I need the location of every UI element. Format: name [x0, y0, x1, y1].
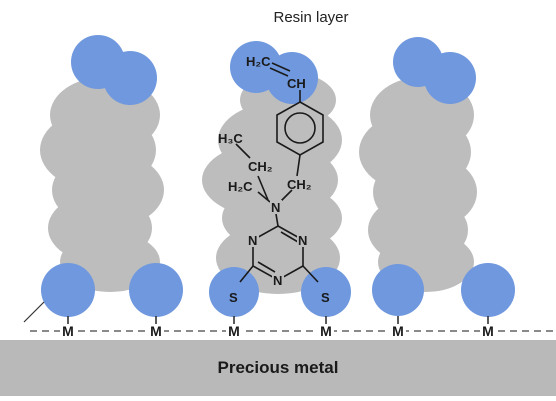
metal-atom-label: M [150, 323, 162, 339]
metal-atom-labels: M M M M M M [60, 323, 496, 339]
ethyl-ch3-label: H₃C [218, 131, 243, 146]
vinyl-ch-label: CH [287, 76, 306, 91]
precious-metal-substrate [0, 340, 556, 396]
thiol-s-label: S [321, 290, 330, 305]
top-blue-atoms [71, 35, 476, 105]
metal-atom-label: M [228, 323, 240, 339]
pointer-line [23, 301, 45, 323]
right-molecule-cloud [359, 77, 477, 292]
label-masks [247, 200, 309, 287]
n-ch2-left-label: H₂C [228, 179, 253, 194]
n-ch2-right-label: CH₂ [287, 177, 312, 192]
metal-atom-label: M [320, 323, 332, 339]
amine-n-label: N [271, 200, 280, 215]
metal-atom-label: M [392, 323, 404, 339]
metal-atom-label: M [62, 323, 74, 339]
thiol-s-label: S [229, 290, 238, 305]
ethyl-ch2-label: CH₂ [248, 159, 273, 174]
bottom-blue-atoms [41, 263, 515, 317]
left-molecule-cloud [40, 77, 164, 292]
vinyl-ch2-label: H₂C [246, 54, 271, 69]
metal-bond-lines [67, 316, 489, 325]
ring-n-label: N [298, 233, 307, 248]
chemical-bonds [235, 62, 324, 283]
ring-n-label: N [248, 233, 257, 248]
metal-atom-label: M [482, 323, 494, 339]
resin-layer-label: Resin layer [273, 9, 349, 26]
ring-n-label: N [273, 273, 282, 288]
center-molecule-cloud [202, 72, 342, 294]
chemical-labels: H₂C CH H₃C CH₂ H₂C CH₂ N N N N S S [218, 54, 330, 305]
